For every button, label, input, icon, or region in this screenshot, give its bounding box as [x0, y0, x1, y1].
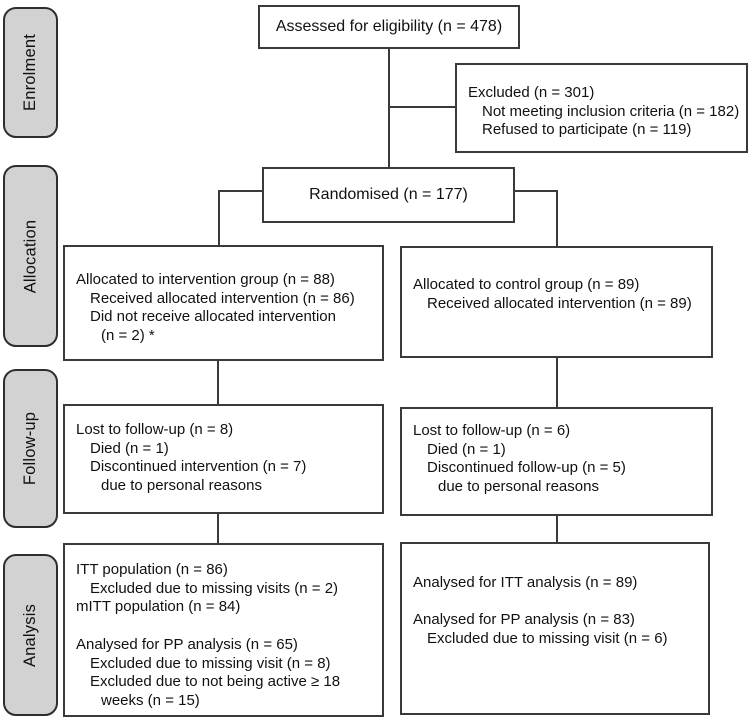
stage-follow-up-label: Follow-up — [21, 411, 40, 486]
allocation-intervention-title: Allocated to intervention group (n = 88) — [76, 271, 335, 288]
allocation-intervention-detail: (n = 2) * — [101, 327, 155, 345]
connector-randomised-left-horizontal — [218, 190, 264, 192]
excluded-reason: Not meeting inclusion criteria (n = 182) — [482, 102, 740, 120]
followup-intervention-detail: Died (n = 1) — [90, 439, 169, 457]
connector-randomised-left-vertical — [218, 190, 220, 246]
analysis-intervention-line: weeks (n = 15) — [101, 691, 200, 709]
followup-intervention-box: Lost to follow-up (n = 8) Died (n = 1) D… — [63, 404, 384, 514]
followup-intervention-title: Lost to follow-up (n = 8) — [76, 421, 234, 438]
connector-followup-to-analysis-left — [217, 512, 219, 544]
excluded-reason: Refused to participate (n = 119) — [482, 121, 692, 139]
analysis-intervention-line: Analysed for PP analysis (n = 65) — [76, 635, 298, 653]
assessed-box: Assessed for eligibility (n = 478) — [258, 5, 520, 49]
connector-randomised-right-vertical — [556, 190, 558, 247]
followup-control-title: Lost to follow-up (n = 6) — [413, 422, 571, 439]
analysis-intervention-line: ITT population (n = 86) — [76, 561, 228, 578]
analysis-control-blank-line — [402, 593, 704, 612]
connector-followup-to-analysis-right — [556, 515, 558, 543]
assessed-text: Assessed for eligibility (n = 478) — [275, 17, 503, 35]
stage-enrolment-label: Enrolment — [21, 33, 40, 112]
excluded-box: Excluded (n = 301) Not meeting inclusion… — [455, 63, 748, 153]
followup-control-box: Lost to follow-up (n = 6) Died (n = 1) D… — [400, 407, 713, 516]
followup-control-detail: Died (n = 1) — [427, 440, 506, 458]
connector-alloc-to-followup-right — [556, 357, 558, 408]
followup-control-detail: Discontinued follow-up (n = 5) — [427, 459, 626, 477]
allocation-intervention-box: Allocated to intervention group (n = 88)… — [63, 245, 384, 361]
randomised-text: Randomised (n = 177) — [309, 185, 468, 203]
stage-enrolment: Enrolment — [3, 7, 58, 138]
allocation-control-detail: Received allocated intervention (n = 89) — [427, 294, 692, 312]
analysis-control-line: Analysed for PP analysis (n = 83) — [413, 611, 635, 629]
connector-to-excluded — [388, 106, 456, 108]
analysis-control-line: Excluded due to missing visit (n = 6) — [427, 630, 668, 648]
analysis-control-box: Analysed for ITT analysis (n = 89) Analy… — [400, 542, 710, 715]
allocation-control-box: Allocated to control group (n = 89) Rece… — [400, 246, 713, 358]
followup-intervention-detail: due to personal reasons — [101, 477, 262, 495]
followup-control-detail: due to personal reasons — [438, 478, 599, 496]
analysis-control-line: Analysed for ITT analysis (n = 89) — [413, 574, 638, 591]
randomised-box: Randomised (n = 177) — [262, 167, 515, 223]
connector-randomised-right-horizontal — [513, 190, 558, 192]
allocation-intervention-detail: Did not receive allocated intervention — [90, 308, 336, 326]
analysis-intervention-line: Excluded due to not being active ≥ 18 — [90, 673, 341, 691]
allocation-control-title: Allocated to control group (n = 89) — [413, 276, 640, 293]
analysis-intervention-line: mITT population (n = 84) — [76, 598, 241, 616]
analysis-intervention-box: ITT population (n = 86) Excluded due to … — [63, 543, 384, 717]
followup-intervention-detail: Discontinued intervention (n = 7) — [90, 458, 307, 476]
stage-allocation-label: Allocation — [21, 219, 40, 293]
excluded-title: Excluded (n = 301) — [468, 84, 595, 101]
analysis-intervention-blank-line — [65, 617, 378, 636]
stage-allocation: Allocation — [3, 165, 58, 347]
stage-follow-up: Follow-up — [3, 369, 58, 528]
analysis-intervention-line: Excluded due to missing visits (n = 2) — [90, 579, 339, 597]
stage-analysis-label: Analysis — [21, 603, 40, 667]
analysis-intervention-line: Excluded due to missing visit (n = 8) — [90, 654, 331, 672]
stage-analysis: Analysis — [3, 554, 58, 716]
connector-alloc-to-followup-left — [217, 360, 219, 406]
allocation-intervention-detail: Received allocated intervention (n = 86) — [90, 289, 355, 307]
